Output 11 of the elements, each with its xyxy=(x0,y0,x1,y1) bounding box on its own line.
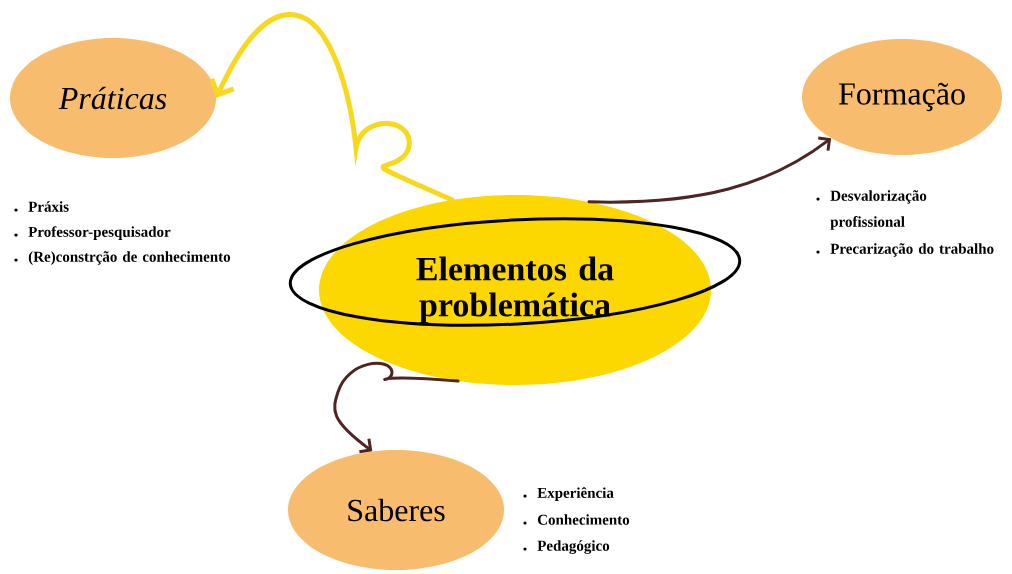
bullet-item: Professor-pesquisador xyxy=(14,226,171,240)
bullet-item: Práxis xyxy=(14,201,69,212)
arrow xyxy=(333,361,460,454)
arrow xyxy=(587,136,832,204)
bullet-item: Conhecimento xyxy=(523,514,630,525)
bullet-item: Pedagógico xyxy=(523,540,610,554)
bullet-item: Precarização do trabalho xyxy=(816,243,994,257)
bullet-item: (Re)constrção de conhecimento xyxy=(14,251,231,265)
arrow xyxy=(209,12,455,203)
bullet-item: Desvalorização profissional xyxy=(816,190,927,230)
bullet-item: Experiência xyxy=(523,487,614,501)
